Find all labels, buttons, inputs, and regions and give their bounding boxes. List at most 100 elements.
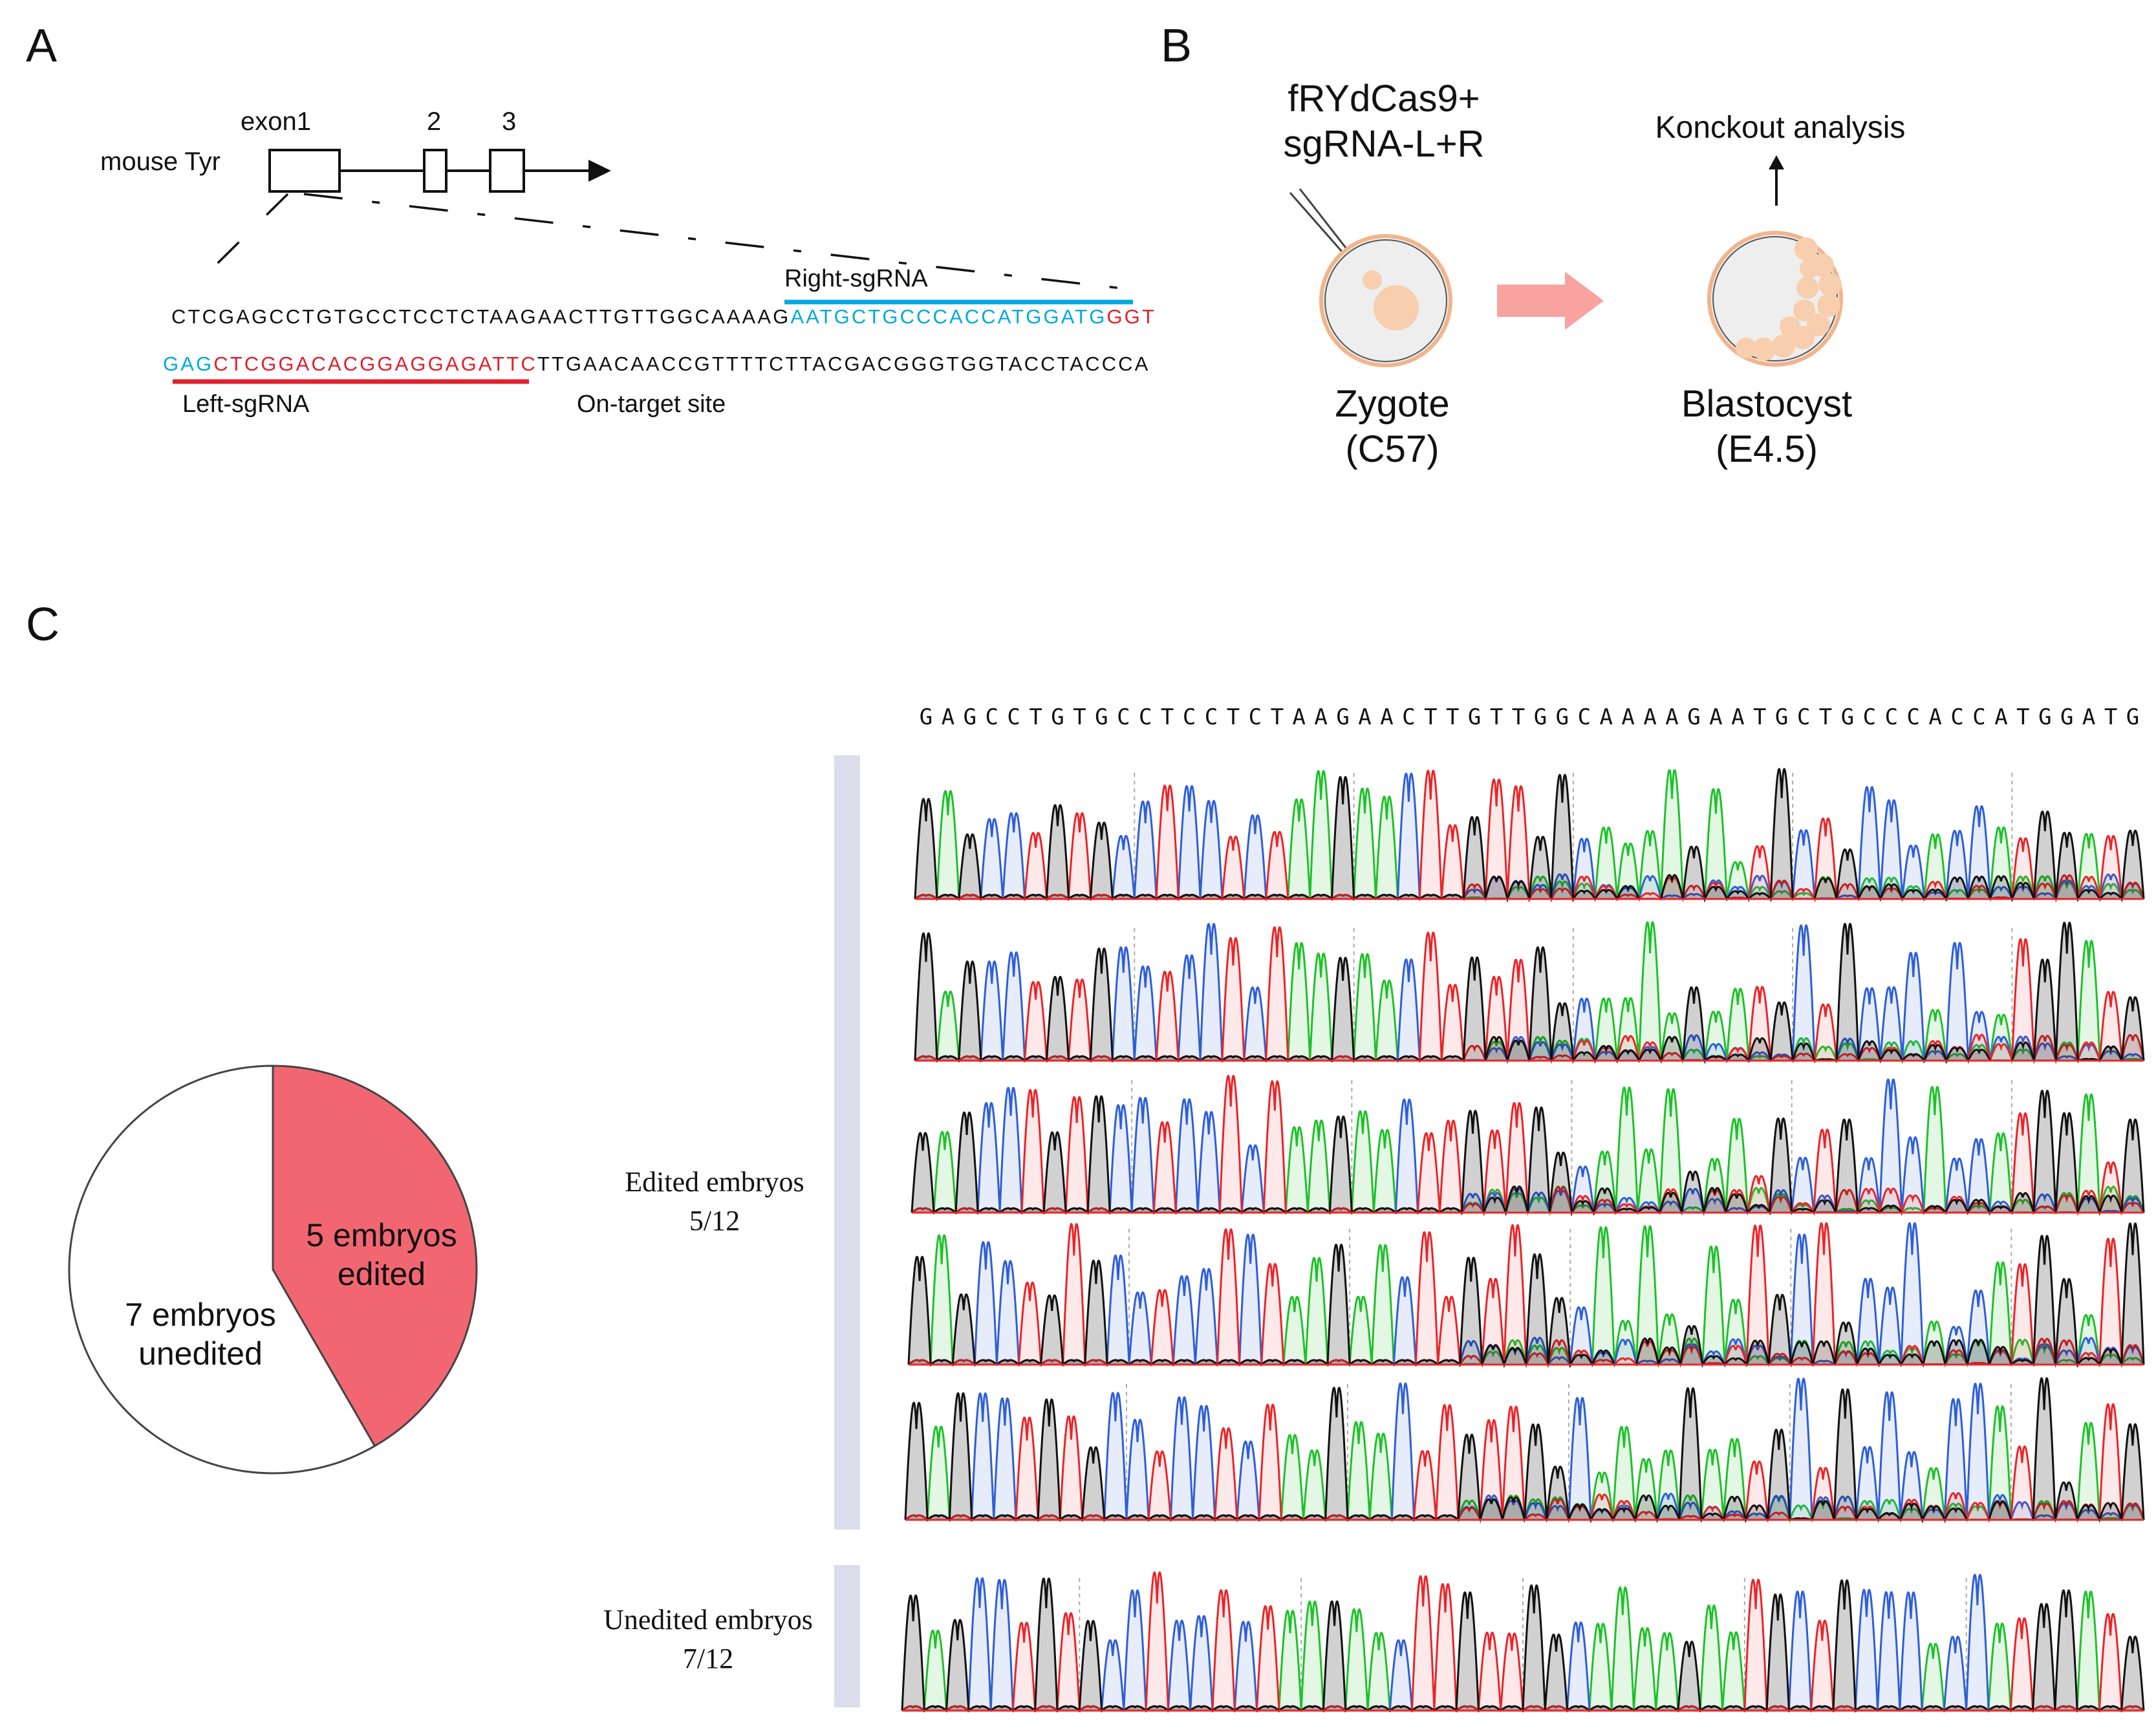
reference-base: G: [1556, 704, 1569, 730]
reference-base: T: [1490, 704, 1503, 730]
exon2-box: [423, 149, 447, 193]
reference-base: G: [964, 704, 976, 730]
trace-G-channel: [904, 1377, 2145, 1524]
panel-c-letter: C: [26, 599, 59, 651]
zygote-name: Zygote: [1335, 383, 1450, 425]
blastocyst-label: Blastocyst (E4.5): [1599, 382, 1935, 472]
pie-label-unedited-line-1: 7 embryos: [125, 1297, 276, 1333]
reference-base: T: [2104, 704, 2117, 730]
unedited-group-bar: [834, 1565, 860, 1707]
pie-label-edited-line-2: edited: [337, 1256, 426, 1292]
trace-C-channel: [911, 1078, 2145, 1216]
panel-b-letter: B: [1161, 20, 1192, 72]
on-target-label: On-target site: [577, 391, 726, 418]
sequence-line-2: GAGCTCGGACACGGAGGAGATTCTTGAACAACCGTTTTCT…: [163, 352, 1150, 376]
reference-base: T: [1512, 704, 1525, 730]
reference-base: A: [1314, 704, 1327, 730]
reference-base: C: [1007, 704, 1020, 730]
reference-base: T: [1424, 704, 1437, 730]
reference-base: T: [1819, 704, 1832, 730]
reference-base: C: [1950, 704, 1963, 730]
sequence-line-1: CTCGAGCCTGTGCCTCCTCTAAGAACTTGTTGGCAAAAGA…: [171, 305, 1156, 329]
reference-base: G: [1336, 704, 1349, 730]
edited-embryos-ratio: 5/12: [689, 1205, 740, 1237]
seq2-blue: GAG: [163, 352, 214, 375]
reference-base: G: [1775, 704, 1788, 730]
pipette-line-1: [1289, 192, 1348, 258]
reference-base: G: [1687, 704, 1700, 730]
blastocyst-stage: (E4.5): [1716, 428, 1818, 470]
reference-base: A: [1293, 704, 1306, 730]
reference-base: C: [1972, 704, 1985, 730]
reference-base: A: [1994, 704, 2007, 730]
right-sgrna-label: Right-sgRNA: [784, 265, 928, 292]
trace-G-channel: [901, 1577, 2145, 1713]
reference-base: G: [2060, 704, 2073, 730]
reference-base: C: [1205, 704, 1218, 730]
edited-embryos-label: Edited embryos 5/12: [592, 1163, 837, 1240]
reference-base: C: [1402, 704, 1415, 730]
unedited-embryos-title: Unedited embryos: [603, 1604, 813, 1636]
reference-base: G: [1468, 704, 1481, 730]
reference-base: G: [1534, 704, 1547, 730]
pie-label-unedited-line-2: unedited: [138, 1335, 263, 1372]
zygote-label: Zygote (C57): [1224, 382, 1560, 472]
exon1-box: [268, 149, 341, 193]
reference-base: A: [1600, 704, 1613, 730]
reference-base: A: [1709, 704, 1722, 730]
injection-label: fRYdCas9+ sgRNA-L+R: [1216, 76, 1552, 167]
reference-base: A: [2082, 704, 2095, 730]
reference-base: C: [1863, 704, 1876, 730]
seq1-black: CTCGAGCCTGTGCCTCCTCTAAGAACTTGTTGGCAAAAG: [171, 305, 791, 328]
reference-base: A: [1358, 704, 1371, 730]
reference-base: C: [1117, 704, 1130, 730]
trace-G-channel: [911, 1090, 2145, 1216]
unedited-embryos-ratio: 7/12: [682, 1643, 734, 1674]
reference-base: C: [1885, 704, 1898, 730]
gene-arrowhead: [588, 160, 611, 182]
zoom-line-left: [196, 193, 289, 285]
reference-base: G: [1841, 704, 1854, 730]
reference-base: T: [1029, 704, 1042, 730]
blastocyst-icon: [1707, 231, 1843, 367]
reference-base: G: [1095, 704, 1108, 730]
reference-base: C: [1578, 704, 1591, 730]
pie-slice-unedited: [68, 1065, 376, 1475]
trace-C-channel: [905, 1378, 2145, 1524]
reference-base: T: [1271, 704, 1284, 730]
unedited-embryos-label: Unedited embryos 7/12: [579, 1601, 837, 1678]
reference-base: C: [1183, 704, 1196, 730]
reference-base: G: [2038, 704, 2051, 730]
analysis-arrowhead: [1769, 155, 1784, 169]
pie-label-edited: 5 embryos edited: [304, 1216, 459, 1293]
reference-base: C: [986, 704, 998, 730]
reference-base: T: [1446, 704, 1459, 730]
injection-line-1: fRYdCas9+: [1288, 78, 1480, 120]
edited-embryos-title: Edited embryos: [625, 1166, 804, 1198]
exon1-label: exon1: [241, 107, 311, 136]
reference-base: C: [1907, 704, 1920, 730]
reference-base: T: [1753, 704, 1766, 730]
left-sgrna-label: Left-sgRNA: [182, 391, 310, 418]
zygote-icon: [1319, 234, 1452, 367]
reference-base: C: [1797, 704, 1810, 730]
pipette-line-2: [1299, 188, 1352, 254]
zoom-line-right: [303, 193, 1129, 290]
reference-base: A: [1643, 704, 1656, 730]
reference-base: C: [1249, 704, 1262, 730]
zygote-strain: (C57): [1345, 428, 1439, 470]
gene-label: mouse Tyr: [100, 147, 221, 176]
reference-base: T: [1073, 704, 1086, 730]
transition-arrow: [1497, 272, 1604, 330]
reference-base: G: [920, 704, 932, 730]
reference-base: C: [1139, 704, 1152, 730]
reference-base: A: [1380, 704, 1393, 730]
reference-base: A: [942, 704, 954, 730]
seq2-black: TTGAACAACCGTTTTCTTACGACGGGTGGTACCTACCCA: [537, 352, 1150, 375]
reference-base: T: [1161, 704, 1174, 730]
